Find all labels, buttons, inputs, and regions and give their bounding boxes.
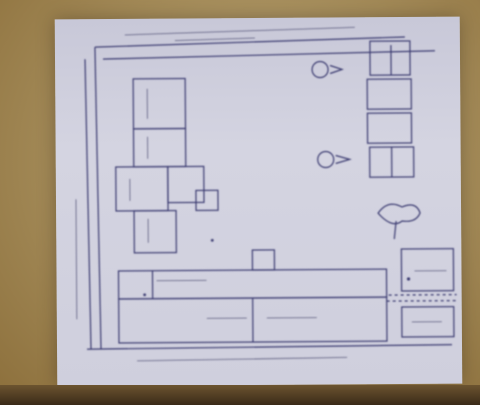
building-top — [132, 77, 187, 130]
right-bottom-box — [400, 248, 455, 292]
right-box-1 — [369, 40, 411, 76]
right-box-2 — [366, 78, 412, 110]
inner-left-line — [94, 47, 102, 350]
symbol-1 — [311, 60, 329, 79]
paper-sheet — [54, 16, 463, 387]
symbol-2 — [317, 150, 335, 169]
small-room — [195, 189, 219, 212]
top-border-line — [94, 36, 405, 48]
building-wing — [115, 166, 169, 212]
building-middle — [132, 127, 187, 168]
bottom-border-line — [87, 344, 453, 350]
building-side — [167, 165, 205, 204]
building-bottom — [133, 209, 177, 254]
right-box-3 — [366, 112, 413, 144]
gate-box — [251, 249, 276, 271]
table-edge — [0, 385, 480, 405]
site-plan-sketch — [75, 26, 457, 362]
long-building-top — [117, 268, 388, 300]
right-lower-box — [401, 306, 455, 338]
inner-top-line — [102, 50, 435, 60]
tree-sketch — [377, 203, 421, 225]
left-border-line — [84, 59, 92, 350]
drawing — [55, 17, 460, 362]
